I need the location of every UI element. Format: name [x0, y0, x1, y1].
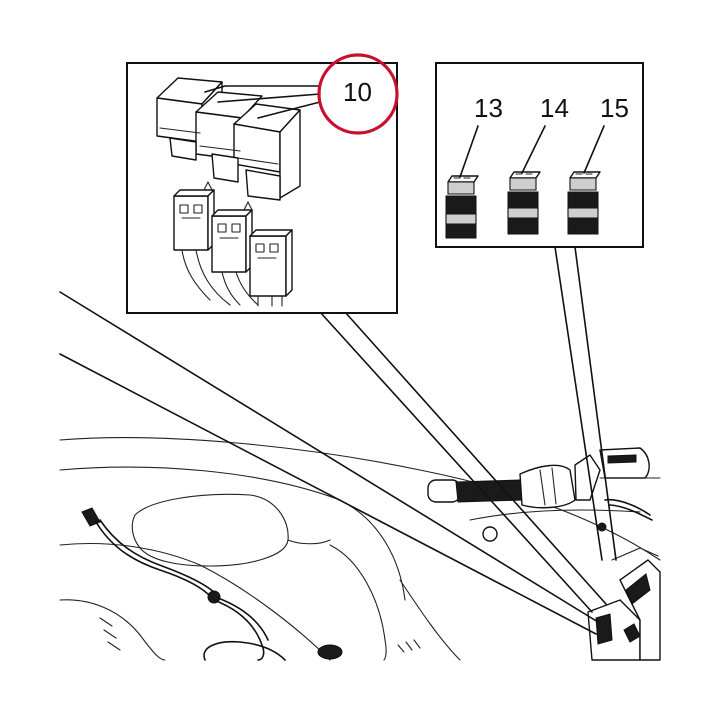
- highlight-ring: [317, 53, 399, 135]
- leader-15: [583, 125, 605, 174]
- vehicle-body-outline: [59, 437, 661, 661]
- leader-10-c: [257, 101, 321, 119]
- handlebar-assembly: [427, 447, 661, 532]
- relay-block-assembled: [156, 77, 301, 201]
- relay-units-separated: [173, 181, 293, 307]
- callout-13: 13: [474, 93, 503, 123]
- connector-14: [507, 171, 541, 235]
- leader-13: [459, 125, 479, 178]
- leader-14: [521, 125, 546, 174]
- wiring-harness: [81, 507, 286, 661]
- leader-lines: [59, 246, 617, 635]
- callout-14: 14: [540, 93, 569, 123]
- connector-15: [567, 171, 601, 235]
- fuse-box-location: [587, 547, 661, 661]
- leader-10-b: [217, 93, 321, 103]
- leader-10-a: [204, 85, 319, 93]
- connector-13: [445, 175, 479, 239]
- callout-15: 15: [600, 93, 629, 123]
- callout-10: 10: [343, 77, 372, 107]
- relay-detail-inset: 10: [126, 53, 399, 314]
- connector-detail-inset: 13 14 15: [435, 62, 644, 248]
